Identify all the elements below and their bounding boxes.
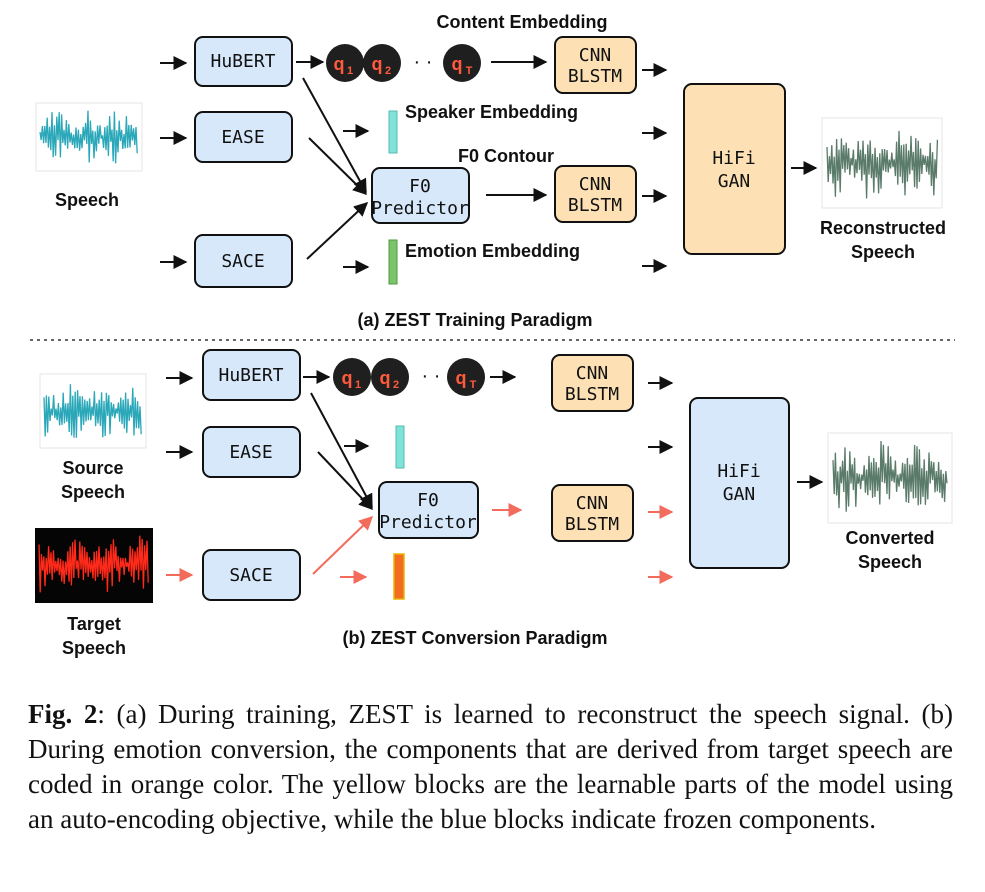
svg-text:CNN: CNN	[579, 45, 612, 66]
content-embedding-label: Content Embedding	[437, 12, 608, 32]
conversion-title: (b) ZEST Conversion Paradigm	[342, 628, 607, 648]
svg-text:CNN: CNN	[576, 493, 609, 514]
reconstructed-speech-label-line1: Reconstructed	[820, 218, 946, 238]
cnn-blstm-content-block: CNN BLSTM	[554, 36, 637, 94]
caption-label: Fig. 2	[28, 699, 98, 729]
training-title: (a) ZEST Training Paradigm	[357, 310, 592, 330]
svg-text:BLSTM: BLSTM	[565, 384, 619, 405]
arrow-hubert-to-f0	[302, 77, 367, 194]
reconstructed-speech-waveform	[821, 117, 943, 209]
svg-text:2: 2	[393, 379, 399, 391]
sace-label: SACE	[221, 251, 264, 272]
f0-contour-label: F0 Contour	[458, 146, 554, 166]
conversion-cnn-blstm-f0-block: CNN BLSTM	[551, 484, 634, 542]
speaker-embedding-bar	[388, 110, 398, 154]
training-panel: Speech HuBERT EASE SACE q 1 q 2	[35, 12, 946, 330]
source-speech-label-line1: Source	[62, 458, 123, 478]
converted-speech-label-line2: Speech	[858, 552, 922, 572]
svg-text:CNN: CNN	[576, 363, 609, 384]
ease-block: EASE	[194, 111, 293, 163]
token-q2: q	[372, 54, 383, 74]
emotion-embedding-bar	[388, 239, 398, 285]
token-ellipsis: · ·	[414, 51, 433, 73]
cnn-blstm-f0-block: CNN BLSTM	[554, 165, 637, 223]
hifigan-block: HiFi GAN	[683, 83, 786, 255]
svg-text:BLSTM: BLSTM	[565, 514, 619, 535]
svg-text:HiFi: HiFi	[717, 461, 760, 482]
arrow-conv-sace-to-f0	[312, 516, 374, 575]
svg-text:HuBERT: HuBERT	[218, 365, 283, 386]
source-speech-label-line2: Speech	[61, 482, 125, 502]
svg-text:q: q	[342, 368, 353, 388]
conversion-hifigan-block: HiFi GAN	[689, 397, 790, 569]
hubert-block: HuBERT	[194, 36, 293, 87]
converted-speech-label-line1: Converted	[845, 528, 934, 548]
svg-text:BLSTM: BLSTM	[568, 195, 622, 216]
conversion-emotion-embedding-bar	[393, 553, 405, 600]
svg-text:q: q	[380, 368, 391, 388]
conversion-panel: Source Speech Target Speech HuBERT EASE …	[35, 349, 953, 658]
svg-text:HiFi: HiFi	[712, 148, 755, 169]
conversion-cnn-blstm-content-block: CNN BLSTM	[551, 354, 634, 412]
reconstructed-speech-label-line2: Speech	[851, 242, 915, 262]
conversion-hubert-block: HuBERT	[202, 349, 301, 401]
svg-text:F0: F0	[409, 176, 431, 197]
arrow-conv-hubert-to-f0	[310, 392, 373, 509]
target-speech-label-line2: Speech	[62, 638, 126, 658]
conversion-sace-block: SACE	[202, 549, 301, 601]
speaker-embedding-label: Speaker Embedding	[405, 102, 578, 122]
content-tokens: q 1 q 2 · · q T	[326, 44, 481, 82]
arrow-sace-to-f0	[306, 202, 369, 260]
source-speech-waveform	[39, 373, 147, 449]
sace-block: SACE	[194, 234, 293, 288]
emotion-embedding-label: Emotion Embedding	[405, 241, 580, 261]
svg-text:SACE: SACE	[229, 565, 272, 586]
svg-text:· ·: · ·	[422, 365, 441, 387]
converted-speech-waveform	[827, 432, 953, 524]
f0-predictor-block: F0 Predictor	[371, 167, 470, 224]
svg-text:F0: F0	[417, 490, 439, 511]
hubert-label: HuBERT	[210, 51, 275, 72]
zest-diagram: Speech HuBERT EASE SACE q 1 q 2	[30, 12, 955, 658]
input-speech-waveform	[35, 102, 143, 172]
arrow-conv-ease-to-f0	[317, 451, 373, 511]
svg-text:1: 1	[355, 379, 361, 391]
svg-text:GAN: GAN	[718, 171, 751, 192]
svg-text:Predictor: Predictor	[371, 198, 469, 219]
arrow-ease-to-f0	[308, 137, 367, 195]
conversion-speaker-embedding-bar	[395, 425, 405, 469]
input-speech-label: Speech	[55, 190, 119, 210]
figure-caption: Fig. 2: (a) During training, ZEST is lea…	[28, 697, 953, 837]
svg-text:CNN: CNN	[579, 174, 612, 195]
conversion-f0-predictor-block: F0 Predictor	[378, 481, 479, 539]
token-q1: q	[334, 54, 345, 74]
conversion-ease-block: EASE	[202, 426, 301, 478]
ease-label: EASE	[221, 127, 264, 148]
svg-text:T: T	[466, 65, 473, 77]
target-speech-label-line1: Target	[67, 614, 121, 634]
svg-text:EASE: EASE	[229, 442, 272, 463]
caption-text: : (a) During training, ZEST is learned t…	[28, 699, 953, 834]
svg-text:1: 1	[347, 65, 353, 77]
svg-text:Predictor: Predictor	[379, 512, 477, 533]
svg-text:q: q	[456, 368, 467, 388]
svg-text:GAN: GAN	[723, 484, 756, 505]
svg-text:T: T	[470, 379, 477, 391]
conversion-content-tokens: q 1 q 2 · · q T	[333, 358, 485, 396]
svg-text:2: 2	[385, 65, 391, 77]
svg-text:BLSTM: BLSTM	[568, 66, 622, 87]
target-speech-waveform	[35, 528, 153, 603]
token-qT: q	[452, 54, 463, 74]
